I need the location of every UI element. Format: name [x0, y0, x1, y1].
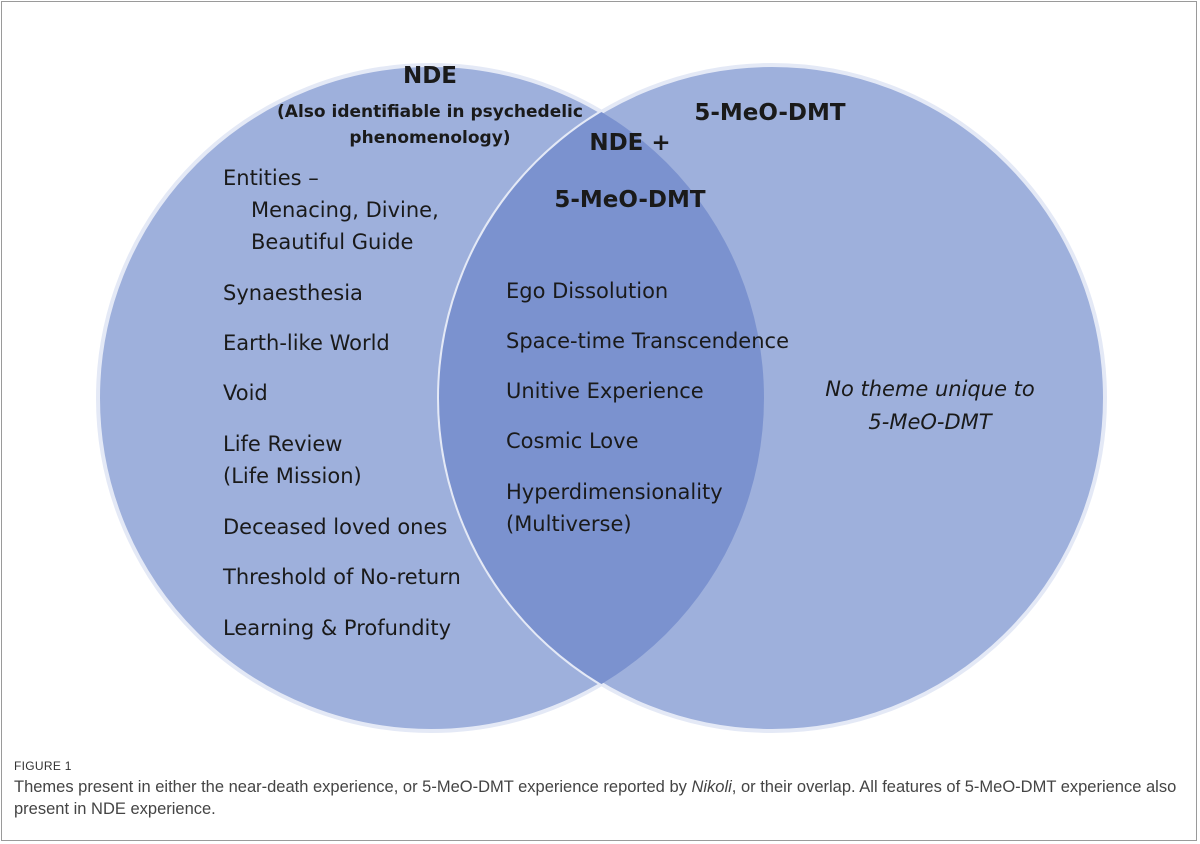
nde-item: Threshold of No-return	[223, 565, 461, 589]
nde-item: Deceased loved ones	[223, 515, 448, 539]
overlap-item: Unitive Experience	[506, 379, 704, 403]
nde-item: Learning & Profundity	[223, 616, 452, 640]
nde-item: (Life Mission)	[223, 464, 362, 488]
overlap-title-line2: 5-MeO-DMT	[554, 187, 706, 213]
nde-item: Void	[223, 381, 268, 405]
nde-item: Beautiful Guide	[251, 230, 414, 254]
overlap-item: Space-time Transcendence	[506, 329, 789, 353]
overlap-title-line1: NDE +	[589, 130, 671, 156]
figure-label: FIGURE 1	[14, 759, 72, 773]
nde-item: Entities –	[223, 166, 319, 190]
nde-item: Earth-like World	[223, 331, 390, 355]
caption-text-end: , or their overlap. All features of 5-Me…	[14, 778, 1177, 818]
caption-text-start: Themes present in either the near-death …	[14, 778, 692, 796]
nde-subtitle-line2: phenomenology)	[349, 128, 511, 148]
5-meo-dmt-note-line1: No theme unique to	[825, 377, 1035, 401]
5-meo-dmt-note-line2: 5-MeO-DMT	[868, 410, 992, 434]
figure-caption: Themes present in either the near-death …	[14, 776, 1184, 820]
overlap-item: Cosmic Love	[506, 429, 639, 453]
overlap-region	[439, 65, 764, 731]
venn-diagram	[96, 63, 1107, 733]
5-meo-dmt-title: 5-MeO-DMT	[694, 100, 846, 126]
overlap-item: (Multiverse)	[506, 512, 632, 536]
nde-item: Menacing, Divine,	[251, 198, 439, 222]
nde-title: NDE	[402, 63, 458, 89]
overlap-item: Ego Dissolution	[506, 279, 669, 303]
nde-item: Synaesthesia	[223, 281, 363, 305]
caption-emphasis: Nikoli	[691, 778, 732, 796]
nde-subtitle-line1: (Also identifiable in psychedelic	[277, 102, 583, 122]
overlap-item: Hyperdimensionality	[506, 480, 723, 504]
nde-item: Life Review	[223, 432, 343, 456]
